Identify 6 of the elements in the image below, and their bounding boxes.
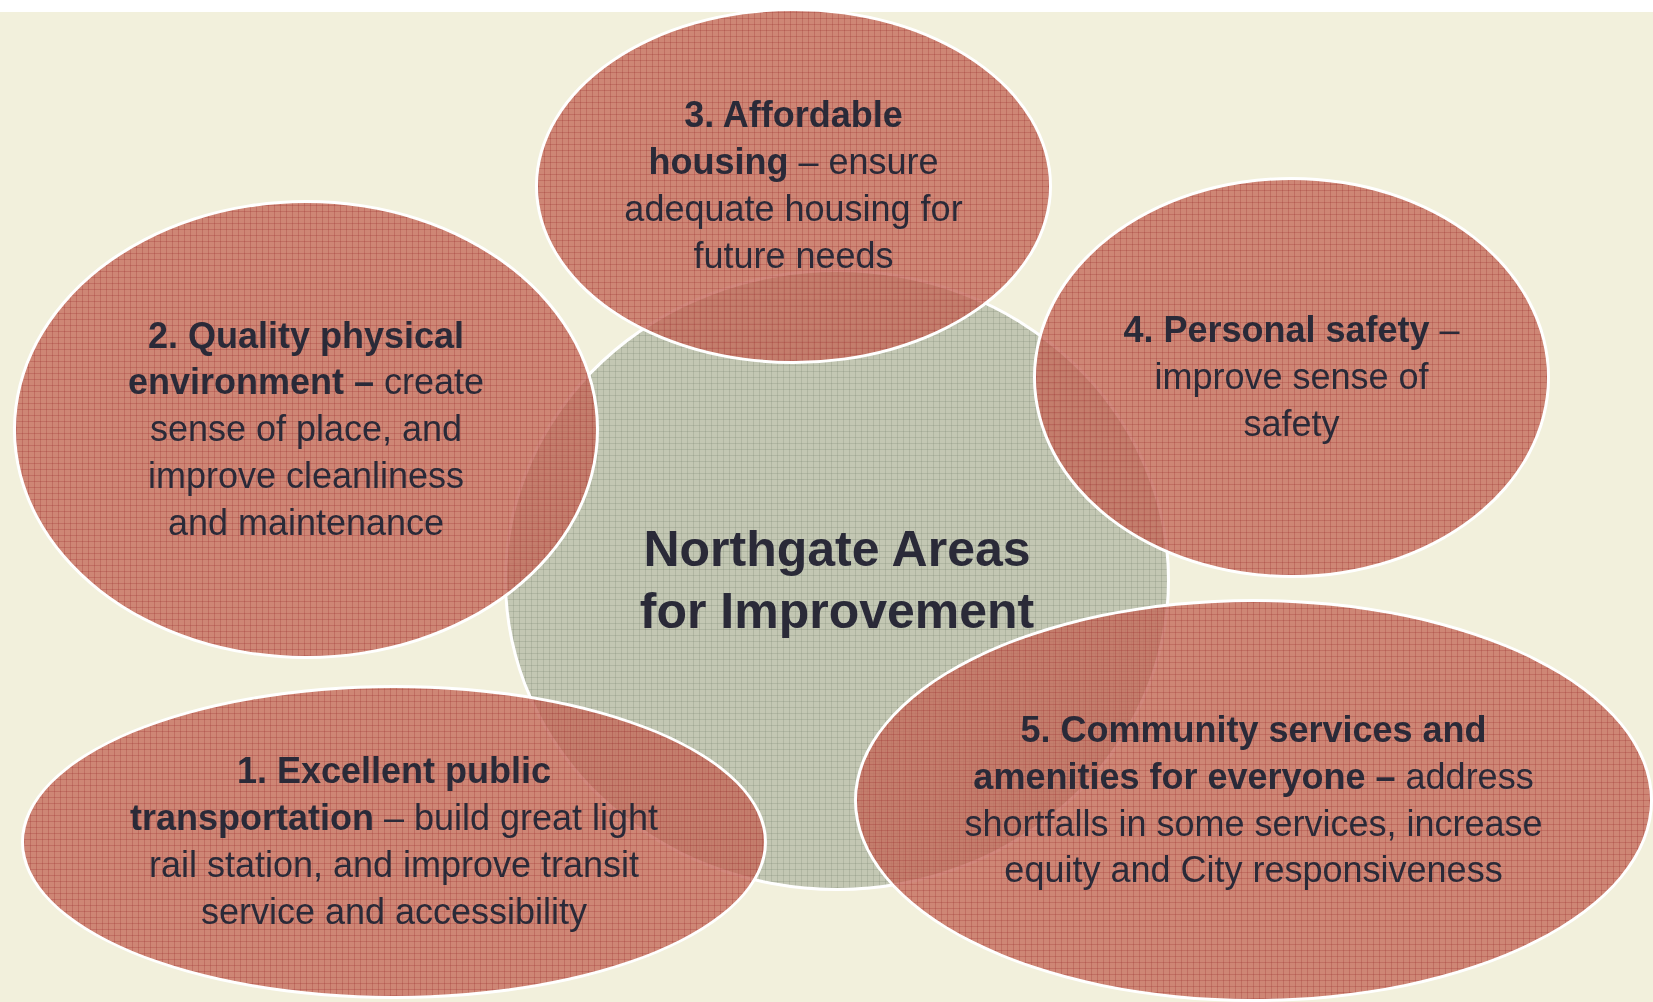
area-description: 3. Affordable housing – ensure adequate housing for future needs [623, 93, 964, 278]
area-description: 2. Quality physical environment – create sense of place, and improve cleanliness and maintenance [126, 313, 486, 545]
area-description: 5. Community services and amenities for everyone – address shortfalls in some services, increase equity and City responsiveness [963, 707, 1544, 893]
area-description: 1. Excellent public transportation – build great light rail station, and improve transit service and accessibility [128, 749, 660, 934]
area-description: 4. Personal safety – improve sense of safety [1122, 308, 1461, 446]
center-title: Northgate Areas for Improvement [638, 519, 1036, 641]
